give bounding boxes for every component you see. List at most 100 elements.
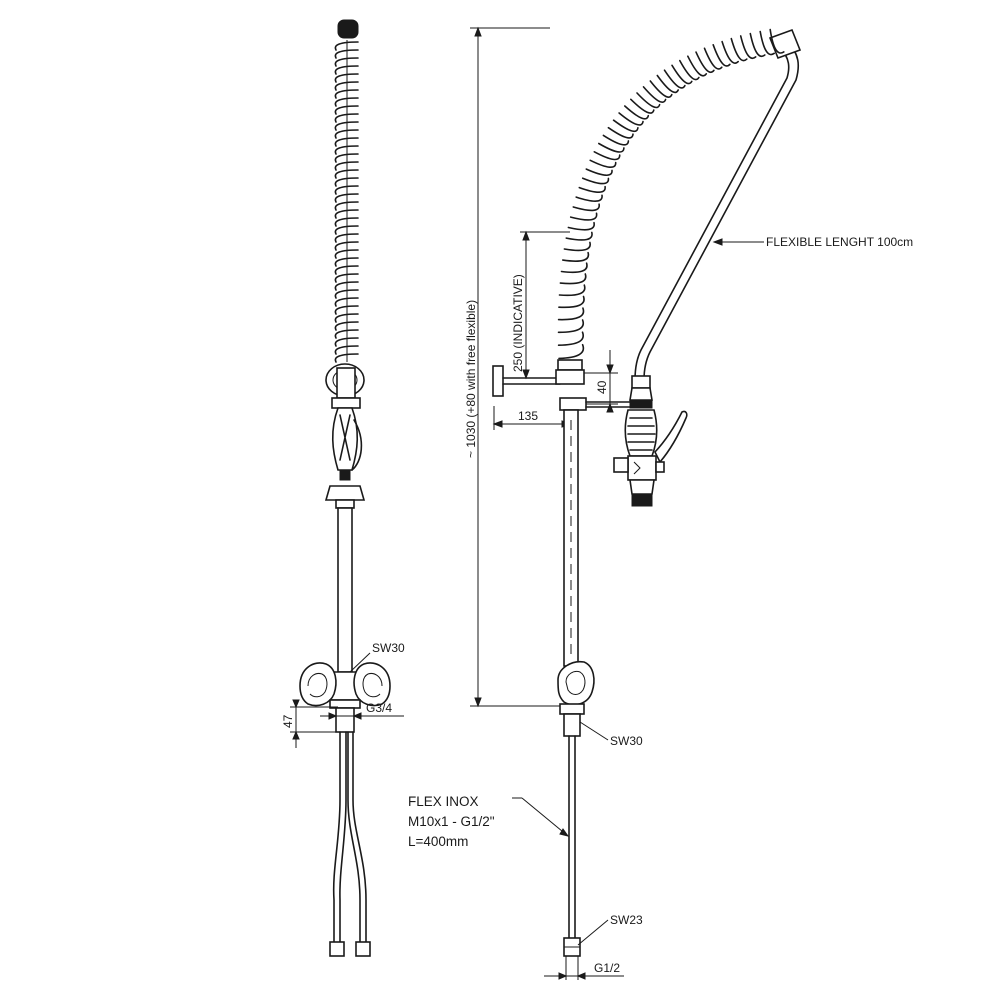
spring-loop xyxy=(334,217,359,227)
left-base-collar xyxy=(324,485,366,501)
spring-loop xyxy=(695,51,715,74)
gun-holder-collar xyxy=(559,397,587,411)
spring-loop xyxy=(334,345,359,355)
spring-loop xyxy=(334,153,359,163)
left-handle-right xyxy=(353,662,391,707)
left-spring-coil xyxy=(334,41,359,363)
spring-loop xyxy=(560,262,588,274)
label-height: ~ 1030 (+80 with free flexible) xyxy=(464,300,478,458)
spring-loop xyxy=(334,49,359,59)
label-135: 135 xyxy=(518,409,538,423)
spring-loop xyxy=(334,137,359,147)
spring-loop xyxy=(671,64,693,85)
spring-loop xyxy=(721,40,739,64)
spring-loop xyxy=(602,134,630,146)
label-g12: G1/2 xyxy=(594,961,620,975)
spring-loop xyxy=(334,105,359,115)
right-spring-coil xyxy=(557,28,785,360)
spring-loop xyxy=(334,353,359,363)
right-base-nut xyxy=(559,703,585,715)
spring-loop xyxy=(569,212,598,221)
left-pillar xyxy=(337,507,353,673)
left-hose-end-2 xyxy=(355,941,371,957)
spring-loop xyxy=(679,59,700,81)
spring-loop xyxy=(630,98,655,114)
left-handle-left xyxy=(299,662,337,707)
label-40: 40 xyxy=(595,380,609,394)
left-view: SW30 G3/4 47 xyxy=(281,19,405,957)
spring-loop xyxy=(334,337,359,347)
spring-loop xyxy=(334,65,359,75)
spring-loop xyxy=(557,319,585,334)
spring-loop xyxy=(559,273,587,285)
spring-loop xyxy=(578,185,606,194)
spring-loop xyxy=(575,194,603,202)
spring-loop xyxy=(334,281,359,291)
spring-loop xyxy=(557,307,585,321)
spring-loop xyxy=(334,225,359,235)
spring-loop xyxy=(598,142,625,153)
spring-loop xyxy=(769,28,785,54)
spring-loop xyxy=(558,295,585,309)
spring-loop xyxy=(334,89,359,99)
spring-loop xyxy=(558,343,585,360)
spray-gun xyxy=(613,375,688,507)
spring-loop xyxy=(656,74,679,94)
spring-loop xyxy=(607,126,634,139)
label-flex-inox-1: FLEX INOX xyxy=(408,794,479,809)
label-250: 250 (INDICATIVE) xyxy=(511,274,525,372)
left-supply-hose-1 xyxy=(332,731,341,946)
rigid-arm xyxy=(643,39,800,381)
spring-loop xyxy=(334,121,359,131)
spring-loop xyxy=(759,30,775,56)
spring-loop xyxy=(334,145,359,155)
right-view: ~ 1030 (+80 with free flexible) 250 (IND… xyxy=(408,26,913,980)
spray-gun-lever xyxy=(654,410,688,464)
spring-loop xyxy=(703,47,723,70)
label-flexible-length: FLEXIBLE LENGHT 100cm xyxy=(766,235,913,249)
spring-loop xyxy=(558,284,586,297)
spring-loop xyxy=(334,169,359,179)
spring-loop xyxy=(334,313,359,323)
spring-loop xyxy=(334,161,359,171)
spring-loop xyxy=(642,86,667,103)
spring-loop xyxy=(624,105,650,120)
spring-loop xyxy=(334,185,359,195)
spring-loop xyxy=(334,289,359,299)
spring-loop xyxy=(334,241,359,251)
right-mixer-handle xyxy=(557,660,595,706)
left-hose-end-1 xyxy=(329,941,345,957)
left-spring-top-cap xyxy=(337,19,359,39)
spring-holder xyxy=(557,359,583,371)
spray-gun-valve xyxy=(627,455,657,481)
spring-loop xyxy=(334,233,359,243)
spray-gun-nozzle xyxy=(629,479,655,495)
spring-loop xyxy=(589,159,617,168)
left-supply-hose-2 xyxy=(347,731,361,946)
spring-loop xyxy=(712,44,731,67)
spring-loop xyxy=(334,73,359,83)
spring-loop xyxy=(572,203,600,212)
spring-loop xyxy=(334,81,359,91)
spring-loop xyxy=(565,231,593,241)
spring-loop xyxy=(334,209,359,219)
spring-loop xyxy=(334,97,359,107)
spring-loop xyxy=(618,112,644,126)
spring-loop xyxy=(730,37,748,62)
spring-loop xyxy=(593,151,621,161)
spring-loop xyxy=(334,57,359,67)
label-sw30-right: SW30 xyxy=(610,734,643,748)
spring-loop xyxy=(334,177,359,187)
spring-loop xyxy=(334,329,359,339)
spring-loop xyxy=(334,193,359,203)
label-g34: G3/4 xyxy=(366,701,392,715)
spring-loop xyxy=(334,273,359,283)
spring-loop xyxy=(557,331,584,346)
label-flex-inox-2: M10x1 - G1/2" xyxy=(408,814,495,829)
spring-loop xyxy=(585,168,613,177)
label-47: 47 xyxy=(281,714,295,728)
spring-loop xyxy=(334,129,359,139)
spring-loop xyxy=(581,177,610,185)
